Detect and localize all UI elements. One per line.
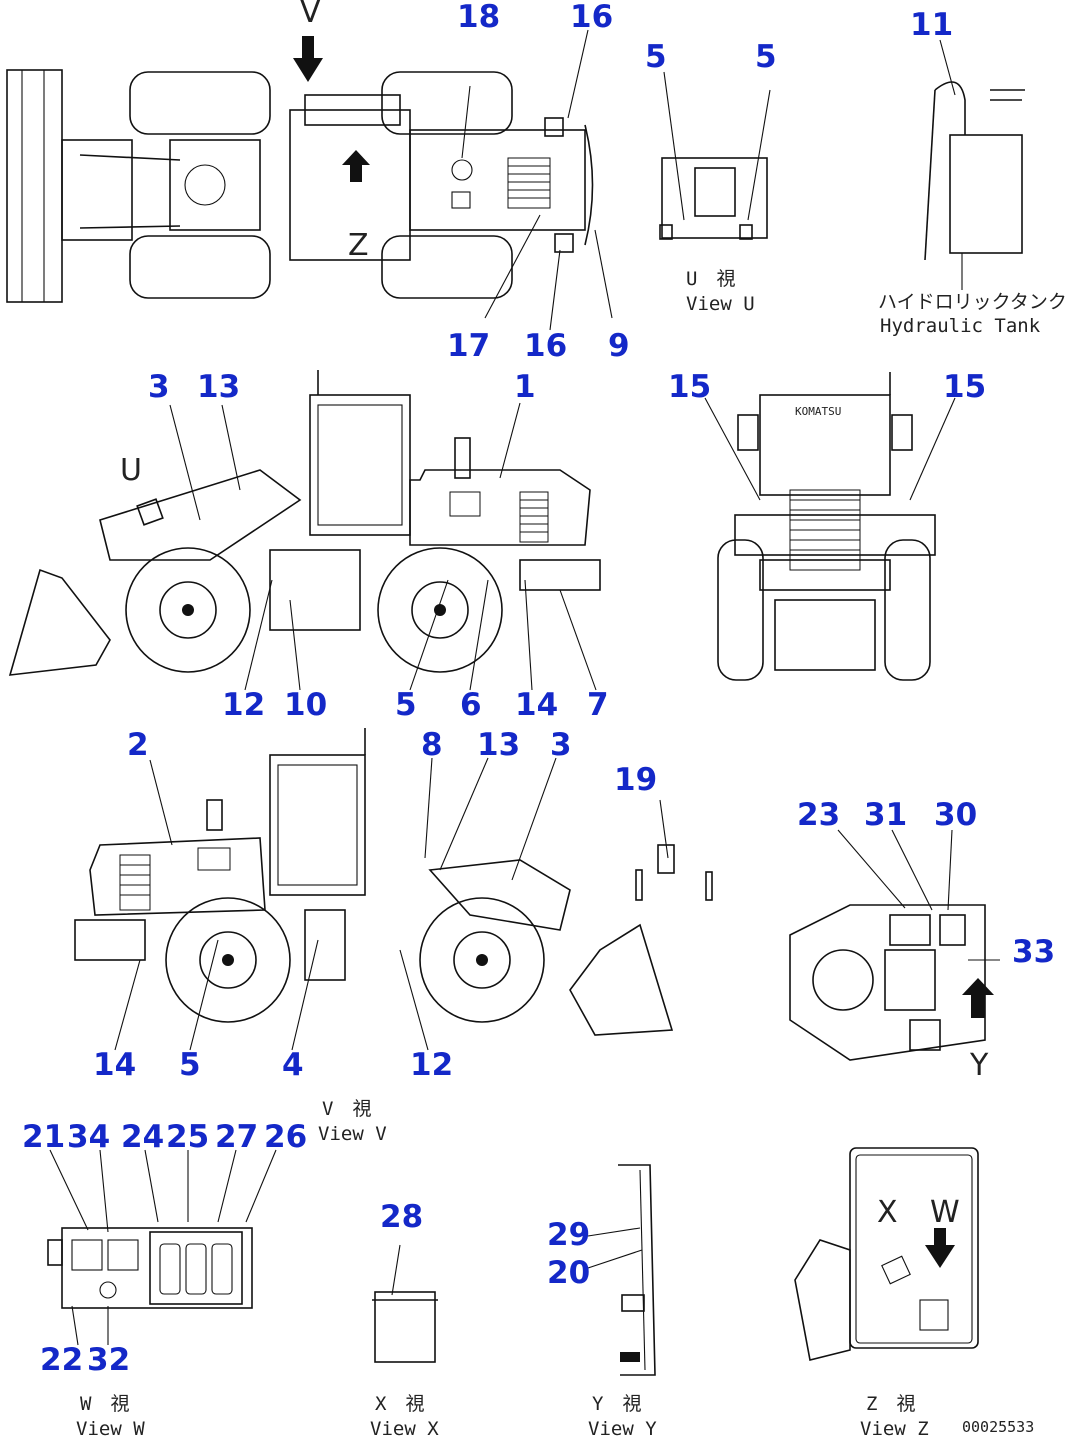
- view-letter-z: Z: [348, 228, 369, 263]
- caption-view-x-jp: X 視: [375, 1393, 424, 1415]
- callout-21: 21: [22, 1119, 65, 1155]
- callout-13-rs: 13: [197, 369, 240, 405]
- callout-31: 31: [864, 797, 907, 833]
- callout-33: 33: [1012, 934, 1055, 970]
- caption-view-v-en: View V: [318, 1123, 387, 1145]
- callout-24: 24: [121, 1119, 164, 1155]
- callout-28: 28: [380, 1199, 423, 1235]
- caption-hydraulic-en: Hydraulic Tank: [880, 315, 1041, 337]
- view-y: 29 20 Y 視 View Y: [547, 1164, 657, 1440]
- callout-12-rs: 12: [222, 687, 265, 723]
- callout-3-ls: 3: [550, 727, 572, 763]
- right-side-view: U: [8, 370, 601, 691]
- callout-16-bottom: 16: [524, 328, 567, 364]
- callout-32: 32: [87, 1342, 130, 1378]
- callout-3-rs: 3: [148, 369, 170, 405]
- callout-20: 20: [547, 1255, 590, 1291]
- view-letter-v: V: [300, 0, 321, 30]
- view-u: 5 5 U 視 View U: [645, 39, 777, 315]
- callout-5-ls: 5: [179, 1047, 201, 1083]
- callout-7: 7: [587, 687, 609, 723]
- front-view: KOMATSU 15 15: [668, 369, 986, 681]
- caption-view-u-en: View U: [686, 293, 755, 315]
- part-code: 00025533: [962, 1418, 1034, 1436]
- top-view: Z V: [6, 0, 613, 331]
- caption-view-z-en: View Z: [860, 1418, 929, 1440]
- caption-view-y-jp: Y 視: [592, 1393, 641, 1415]
- front-brand-text: KOMATSU: [795, 405, 841, 418]
- callout-14-rs: 14: [515, 687, 558, 723]
- callout-22: 22: [40, 1342, 83, 1378]
- cab-top-view: Y 23 31 30 33: [789, 797, 1055, 1083]
- callout-14-ls: 14: [93, 1047, 136, 1083]
- callout-13-ls: 13: [477, 727, 520, 763]
- view-x: 28 X 視 View X: [370, 1199, 439, 1440]
- callout-12-ls: 12: [410, 1047, 453, 1083]
- callout-27: 27: [215, 1119, 258, 1155]
- view-letter-u: U: [120, 453, 142, 488]
- caption-view-w-en: View W: [76, 1418, 145, 1440]
- view-w: 21 34 24 25 27 26 22 32 W 視 View W: [22, 1119, 307, 1440]
- right-side-callouts: 3 13 1 12 10 5 6 14 7: [148, 369, 609, 723]
- view-z: X W Z 視 View Z: [794, 1147, 979, 1440]
- caption-view-z-jp: Z 視: [866, 1393, 915, 1415]
- callout-19: 19: [614, 762, 657, 798]
- callout-2: 2: [127, 727, 149, 763]
- caption-hydraulic-jp: ハイドロリックタンク: [878, 291, 1067, 313]
- callout-5-rs: 5: [395, 687, 417, 723]
- callout-10: 10: [284, 687, 327, 723]
- caption-view-v-jp: V 視: [322, 1098, 371, 1120]
- callout-16-top: 16: [570, 0, 613, 35]
- top-callouts: 18 16 16 17 9: [447, 0, 630, 364]
- callout-34: 34: [67, 1119, 110, 1155]
- caption-view-u-jp: U 視: [686, 268, 735, 290]
- callout-18: 18: [457, 0, 500, 35]
- callout-15-left: 15: [668, 369, 711, 405]
- left-side-callouts: 2 8 13 3 19 14 5 4 12 V 視 View V: [93, 727, 657, 1145]
- callout-15-right: 15: [943, 369, 986, 405]
- callout-17: 17: [447, 328, 490, 364]
- view-letter-zv-w: W: [930, 1195, 960, 1230]
- callout-8: 8: [421, 727, 443, 763]
- callout-26: 26: [264, 1119, 307, 1155]
- callout-11: 11: [910, 7, 953, 43]
- caption-view-y-en: View Y: [588, 1418, 657, 1440]
- hydraulic-tank-view: 11 ハイドロリックタンク Hydraulic Tank: [878, 7, 1067, 337]
- callout-29: 29: [547, 1217, 590, 1253]
- callout-25: 25: [166, 1119, 209, 1155]
- callout-4: 4: [282, 1047, 304, 1083]
- caption-view-x-en: View X: [370, 1418, 439, 1440]
- left-side-view: [74, 728, 713, 1051]
- callout-1: 1: [514, 369, 536, 405]
- callout-5-u-right: 5: [755, 39, 777, 75]
- view-letter-y: Y: [969, 1048, 989, 1083]
- callout-6: 6: [460, 687, 482, 723]
- caption-view-w-jp: W 視: [80, 1393, 129, 1415]
- callout-30: 30: [934, 797, 977, 833]
- view-letter-zv-x: X: [877, 1195, 898, 1230]
- callout-9: 9: [608, 328, 630, 364]
- callout-5-u-left: 5: [645, 39, 667, 75]
- callout-23: 23: [797, 797, 840, 833]
